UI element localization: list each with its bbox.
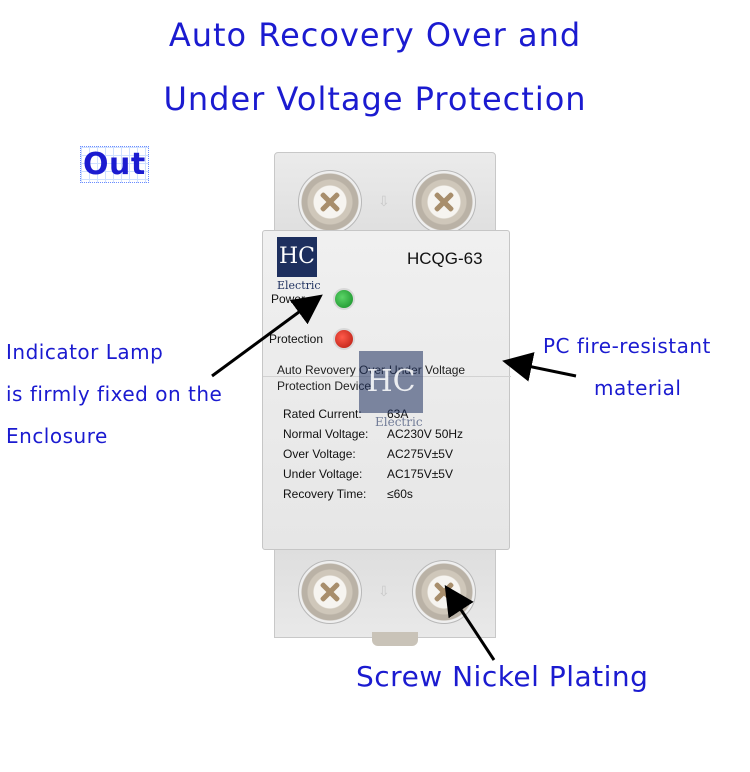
spec-row: Under Voltage: AC175V±5V [283,467,503,481]
spec-row: Recovery Time: ≤60s [283,487,503,501]
brand-logo-subtext: Electric [277,279,321,292]
out-label: Out [80,146,149,183]
spec-label: Normal Voltage: [283,427,369,441]
brand-logo: HC [277,237,317,277]
watermark-subtext: Electric [375,415,423,429]
down-arrow-icon: ⇩ [378,584,390,600]
spec-value: ≤60s [387,487,413,501]
protection-indicator-label: Protection [269,332,324,346]
spec-row: Over Voltage: AC275V±5V [283,447,503,461]
spec-value: AC275V±5V [387,447,453,461]
model-number: HCQG-63 [407,249,483,268]
spec-value: AC175V±5V [387,467,453,481]
power-led-icon [333,288,355,310]
material-note-line-1: PC fire-resistant [543,334,711,358]
spec-label: Under Voltage: [283,467,363,481]
spec-label: Recovery Time: [283,487,367,501]
device-description-line-2: Protection Device [277,379,372,393]
title-line-2: Under Voltage Protection [163,80,587,118]
voltage-protector-device: ⇩ ⇩ HC Electric HCQG-63 Power Protection… [262,152,511,652]
protection-led-icon [333,328,355,350]
din-rail-clip [372,632,418,646]
terminal-screw-icon [298,560,362,624]
terminal-screw-icon [412,560,476,624]
down-arrow-icon: ⇩ [378,194,390,210]
terminal-screw-icon [412,170,476,234]
indicator-note-line-1: Indicator Lamp [6,340,164,364]
spec-label: Over Voltage: [283,447,356,461]
material-note-line-2: material [594,376,682,400]
title-line-1: Auto Recovery Over and [168,16,582,54]
device-front-panel: HC Electric HCQG-63 Power Protection Aut… [262,230,511,550]
spec-row: Normal Voltage: AC230V 50Hz [283,427,503,441]
power-indicator-label: Power [271,292,306,306]
indicator-note-line-2: is firmly fixed on the [6,382,223,406]
spec-label: Rated Current: [283,407,362,421]
terminal-screw-icon [298,170,362,234]
watermark-logo: HC [359,351,423,413]
indicator-note-line-3: Enclosure [6,424,108,448]
screw-note: Screw Nickel Plating [356,660,649,693]
material-arrow [502,352,577,382]
spec-value: AC230V 50Hz [387,427,464,441]
